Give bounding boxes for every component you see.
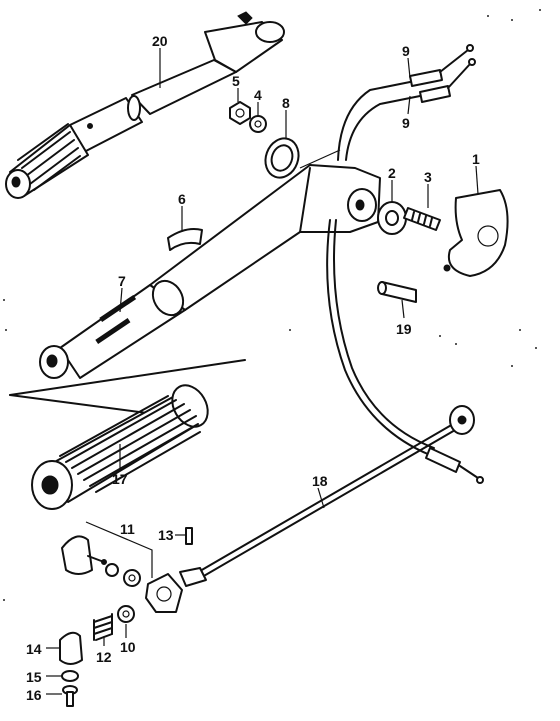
part-20-throttle-shaft: [5, 11, 285, 199]
scan-speckles: [3, 9, 541, 601]
callout-9-bottom: 9: [402, 115, 410, 131]
part-10-collar: [117, 605, 135, 623]
callout-7: 7: [118, 273, 126, 289]
callout-2: 2: [388, 165, 396, 181]
callout-8: 8: [282, 95, 290, 111]
callout-labels: 20 5 4 8 9 9 1 2 3 6 7 19 18 17 11 13 10…: [26, 33, 480, 703]
part-15-washer: [61, 670, 79, 682]
part-13-pin: [185, 527, 193, 545]
part-6-bushing: [167, 228, 203, 251]
part-14-knob: [59, 631, 83, 665]
callout-20: 20: [152, 33, 168, 49]
callout-16: 16: [26, 687, 42, 703]
callout-15: 15: [26, 669, 42, 685]
part-2-bushing: [377, 201, 407, 235]
part-4-washer: [249, 115, 267, 133]
part-19-sleeve: [377, 281, 417, 303]
callout-4: 4: [254, 87, 262, 103]
part-17-grip: [31, 384, 209, 510]
callout-6: 6: [178, 191, 186, 207]
callout-14: 14: [26, 641, 42, 657]
callout-18: 18: [312, 473, 328, 489]
part-11-bracket: [61, 521, 183, 613]
part-8-washer: [264, 137, 300, 179]
callout-17: 17: [112, 471, 128, 487]
part-12-spring: [93, 613, 113, 641]
part-3-bolt: [403, 207, 441, 231]
callout-10: 10: [120, 639, 136, 655]
callout-3: 3: [424, 169, 432, 185]
callout-13: 13: [158, 527, 174, 543]
callout-12: 12: [96, 649, 112, 665]
part-18-link-rod: [179, 405, 475, 587]
callout-11: 11: [120, 521, 135, 537]
leader-lines: [46, 48, 479, 695]
part-1-cover: [443, 189, 509, 277]
part-16-screw: [62, 685, 78, 707]
throttle-cables: [326, 44, 484, 484]
callout-5: 5: [232, 73, 240, 89]
callout-19: 19: [396, 321, 412, 337]
callout-1: 1: [472, 151, 480, 167]
callout-9-top: 9: [402, 43, 410, 59]
tiller-handle-body: [39, 149, 381, 379]
part-5-nut: [229, 101, 251, 125]
